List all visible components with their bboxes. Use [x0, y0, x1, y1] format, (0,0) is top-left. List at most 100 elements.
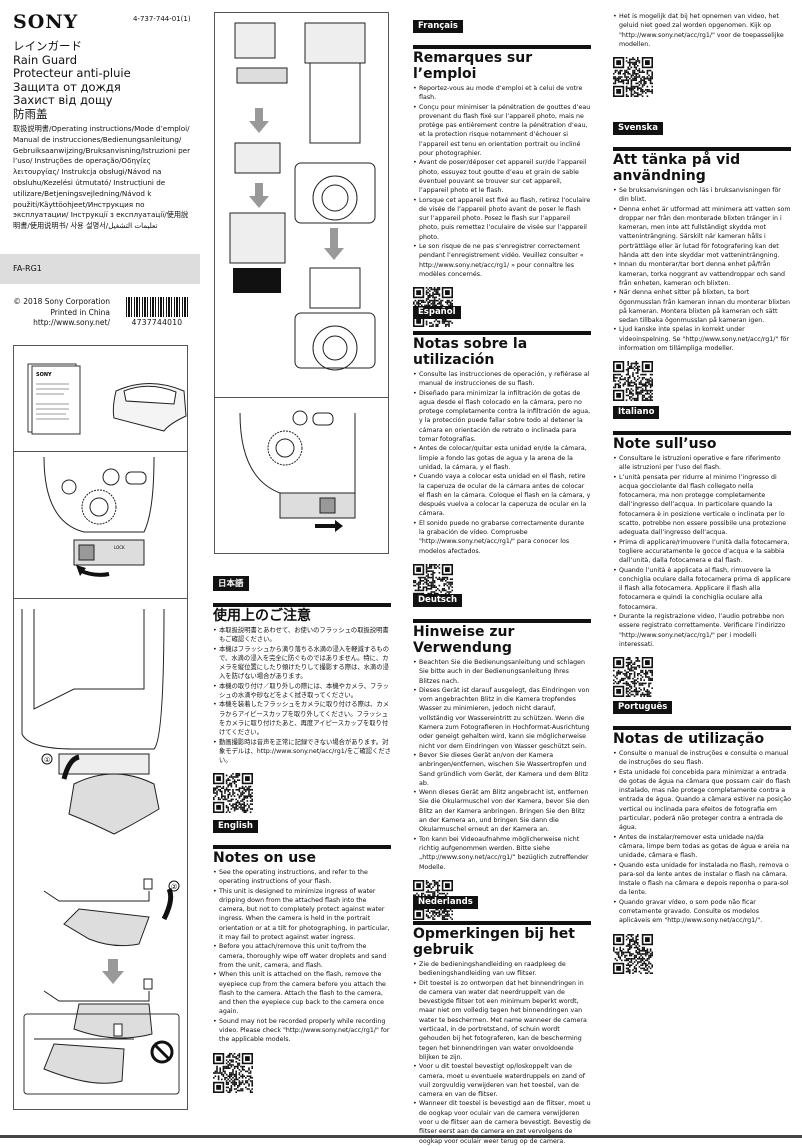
heading-rule — [613, 726, 791, 730]
bullet-list: Zie de bedieningshandleiding en raadplee… — [413, 960, 591, 1146]
svg-text:SONY: SONY — [36, 372, 52, 378]
bullet-item: L’unità pensata per ridurre al minimo l’… — [613, 473, 791, 538]
bullet-item: Prima di applicare/rimuovere l’unità dal… — [613, 538, 791, 566]
section-title: Hinweise zur Verwendung — [413, 624, 515, 656]
flash-lock-rotate-illustration — [239, 410, 356, 532]
qr-code[interactable] — [213, 773, 253, 814]
panel-package-contents: SONY — [13, 345, 188, 452]
sony-logo: SONY — [13, 11, 79, 33]
language-badge: 日本語 — [213, 576, 249, 591]
title-ru: Защита от дождя — [13, 79, 121, 94]
bullet-item: Denna enhet är utformad att minimera att… — [613, 205, 791, 261]
bullet-item: Bevor Sie dieses Gerät an/von der Kamera… — [413, 751, 591, 788]
bullet-list: See the operating instructions, and refe… — [213, 868, 391, 1045]
manual-names: 取扱説明書/Operating instructions/Mode d’empl… — [13, 124, 191, 231]
bullet-item: Ton kann bei Videoaufnahme möglicherweis… — [413, 835, 591, 872]
bullet-item: Antes de instalar/remover esta unidade n… — [613, 833, 791, 861]
bullet-item: Dieses Gerät ist darauf ausgelegt, das E… — [413, 686, 591, 751]
bullet-item: Quando l’unità è applicata al flash, rim… — [613, 566, 791, 612]
qr-pattern — [613, 361, 653, 402]
language-badge: Deutsch — [413, 594, 463, 607]
qr-code[interactable] — [613, 57, 653, 98]
bullet-item: This unit is designed to minimize ingres… — [213, 887, 391, 943]
bullet-item: 本取扱説明書とあわせて、お使いのフラッシュの取扱説明書もご確認ください。 — [213, 626, 391, 645]
panel-attach-eyecup: ① ② — [13, 598, 188, 1110]
qr-code[interactable] — [613, 933, 653, 974]
printed-in: Printed in China — [50, 307, 110, 317]
heading-rule — [413, 331, 591, 335]
bullet-item: Consulte o manual de instruções e consul… — [613, 749, 791, 768]
bullet-item: Ljud kanske inte spelas in korrekt under… — [613, 325, 791, 353]
section-title: Remarques sur l’emploi — [413, 50, 533, 82]
heading-rule — [413, 45, 591, 49]
language-badge: Español — [413, 306, 461, 319]
language-badge: Italiano — [613, 406, 660, 419]
copyright-block: © 2018 Sony Corporation Printed in China… — [0, 297, 110, 329]
manual-and-eyecup-illustration: SONY — [27, 363, 187, 435]
bullet-item: Dit toestel is zo ontworpen dat het binn… — [413, 979, 591, 1063]
bullet-item: Beachten Sie die Bedienungsanleitung und… — [413, 658, 591, 686]
bullet-item: Se bruksanvisningen och läs i bruksanvis… — [613, 186, 791, 205]
qr-pattern — [613, 57, 653, 98]
section-fr: Français Remarques sur l’emploiReportez-… — [413, 13, 591, 328]
step2-label: ② — [171, 883, 177, 891]
product-titles: レインガード Rain Guard Protecteur anti-pluie … — [13, 39, 131, 121]
title-fr: Protecteur anti-pluie — [13, 66, 131, 80]
panel-flash-lock-2 — [214, 397, 389, 554]
bullet-item: Antes de colocar/quitar esta unidad en/d… — [413, 444, 591, 472]
bullet-list: Beachten Sie die Bedienungsanleitung und… — [413, 658, 591, 872]
bullet-item: Sound may not be recorded properly while… — [213, 1017, 391, 1045]
heading-rule — [413, 921, 591, 925]
bullet-item: Reportez-vous au mode d’emploi et à celu… — [413, 84, 591, 103]
bullet-item: Conçu pour minimiser la pénétration de g… — [413, 103, 591, 159]
section-title: Att tänka på vid användning — [613, 152, 741, 184]
heading-rule — [213, 603, 391, 607]
panel-flash-lock: LOCK — [13, 451, 188, 599]
language-badge: English — [213, 820, 258, 833]
section-title: 使用上のご注意 — [213, 608, 311, 624]
bullet-item: Esta unidade foi concebida para minimiza… — [613, 768, 791, 833]
title-zh: 防雨盖 — [13, 106, 48, 121]
bullet-item: Quando gravar vídeo, o som pode não fica… — [613, 898, 791, 926]
bullet-item: 本機の取り付け／取り外しの際には、本機やカメラ、フラッシュの水滴や砂などをよく拭… — [213, 682, 391, 701]
panel-flash-mount — [214, 12, 389, 398]
bullet-item: El sonido puede no grabarse correctament… — [413, 519, 591, 556]
lock-label: LOCK — [114, 545, 125, 550]
qr-pattern — [613, 933, 653, 974]
qr-code[interactable] — [613, 361, 653, 402]
step1-label: ① — [44, 756, 50, 764]
bullet-item: Innan du monterar/tar bort denna enhet p… — [613, 260, 791, 288]
title-uk: Захист від дощу — [13, 93, 113, 107]
bullet-list: 本取扱説明書とあわせて、お使いのフラッシュの取扱説明書もご確認ください。本機はフ… — [213, 626, 391, 765]
bullet-item: Quando esta unidade for instalada no fla… — [613, 861, 791, 898]
language-badge: Nederlands — [413, 896, 478, 909]
qr-pattern — [213, 1052, 253, 1093]
flash-foot-lock-illustration: LOCK — [43, 456, 155, 577]
bullet-list: Reportez-vous au mode d’emploi et à celu… — [413, 84, 591, 279]
language-badge: Français — [413, 20, 463, 33]
bullet-item: 動画撮影時は音声を正常に記録できない場合があります。対象モデルは、http://… — [213, 738, 391, 766]
section-title: Opmerkingen bij het gebruik — [413, 926, 575, 958]
heading-rule — [213, 845, 391, 849]
qr-code[interactable] — [613, 657, 653, 698]
language-badge: Svenska — [613, 122, 663, 135]
bullet-item: When this unit is attached on the flash,… — [213, 970, 391, 1016]
bullet-item: 本機を装着したフラッシュをカメラに取り付ける際は、カメラからアイピースカップを取… — [213, 700, 391, 737]
section-en: English Notes on useSee the operating in… — [213, 813, 391, 1093]
heading-rule — [613, 431, 791, 435]
section-title: Notes on use — [213, 850, 316, 866]
bullet-item: Consulte las instrucciones de operación,… — [413, 370, 591, 389]
section-nl: Nederlands Opmerkingen bij het gebruikZi… — [413, 889, 591, 1146]
bullet-item: Before you attach/remove this unit to/fr… — [213, 942, 391, 970]
barcode-number: 4737744010 — [131, 318, 183, 327]
bullet-item: Wanneer dit toestel is bevestigd aan de … — [413, 1099, 591, 1145]
bullet-item: Diseñado para minimizar la infiltración … — [413, 389, 591, 445]
title-en: Rain Guard — [13, 52, 77, 67]
bullet-list: Se bruksanvisningen och läs i bruksanvis… — [613, 186, 791, 353]
bullet-item: När denna enhet sitter på blixten, ta bo… — [613, 288, 791, 325]
bullet-list: Consulte las instrucciones de operación,… — [413, 370, 591, 556]
bullet-item: Het is mogelijk dat bij het opnemen van … — [613, 12, 791, 49]
bottom-rule — [0, 1135, 802, 1138]
qr-code[interactable] — [213, 1052, 253, 1093]
bullet-item: Consultare le istruzioni operative e far… — [613, 454, 791, 473]
